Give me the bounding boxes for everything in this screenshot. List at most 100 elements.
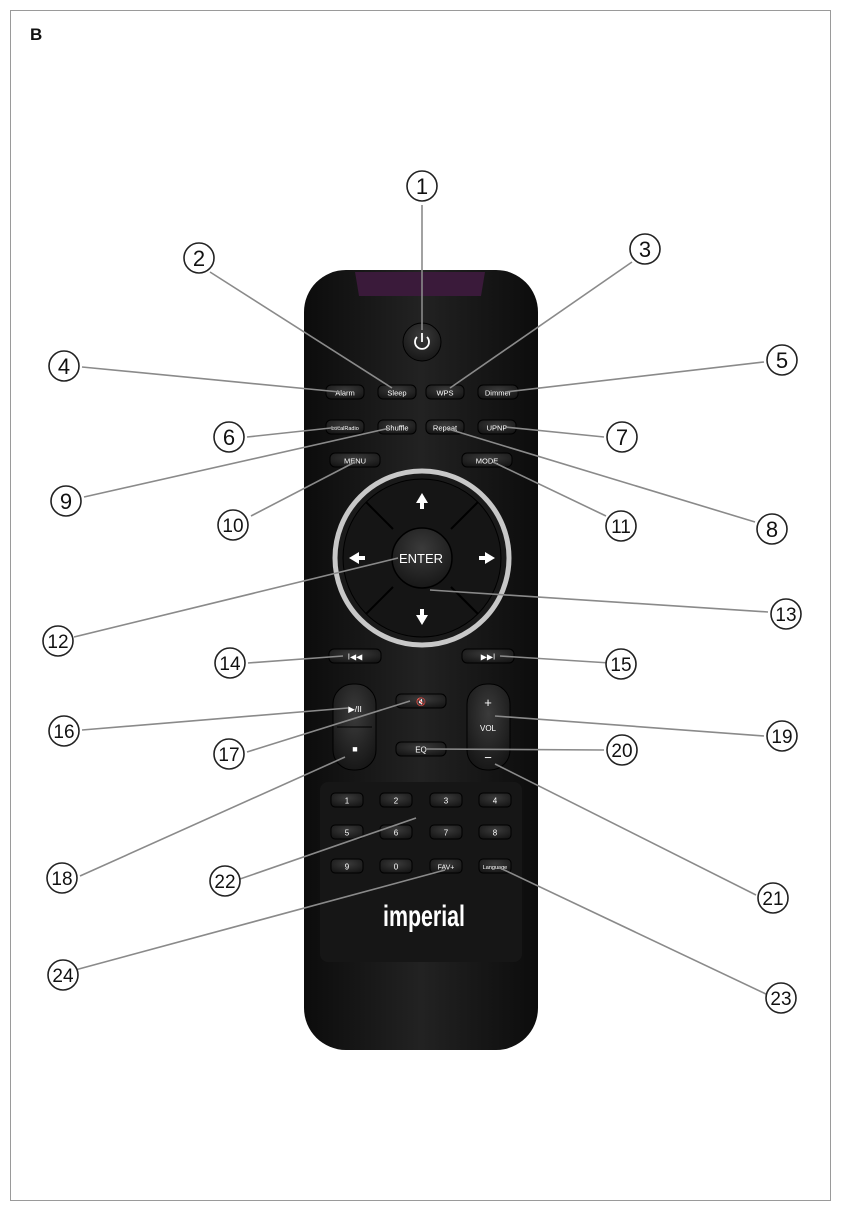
num-4-button[interactable]: 4 <box>478 792 512 808</box>
num-5-label: 5 <box>345 829 350 838</box>
arrow-up-icon[interactable] <box>416 493 428 503</box>
power-button[interactable] <box>402 322 442 362</box>
callout-20: 20 <box>606 734 638 766</box>
callout-23: 23 <box>765 982 797 1014</box>
svg-text:10: 10 <box>222 516 243 537</box>
callout-21: 21 <box>757 882 789 914</box>
svg-text:13: 13 <box>775 605 796 626</box>
num-4-label: 4 <box>493 797 498 806</box>
stop-label: ■ <box>352 744 357 754</box>
page-letter: B <box>30 25 43 44</box>
svg-text:16: 16 <box>53 722 74 743</box>
callout-1: 1 <box>406 170 438 202</box>
svg-text:1: 1 <box>416 174 428 199</box>
page-frame <box>10 10 831 1201</box>
local-radio-label: LocalRadio <box>331 426 359 432</box>
fav-label: FAV+ <box>438 865 455 872</box>
menu-button[interactable]: MENU <box>329 452 381 468</box>
callout-4: 4 <box>48 350 80 382</box>
enter-label: ENTER <box>399 551 443 566</box>
eq-label: EQ <box>415 746 427 755</box>
vol-minus-button[interactable]: − <box>470 738 507 768</box>
mode-button[interactable]: MODE <box>461 452 513 468</box>
shuffle-label: Shuffle <box>385 424 408 433</box>
vol-minus-label: − <box>484 750 492 765</box>
dimmer-label: Dimmer <box>485 389 512 398</box>
next-button[interactable]: ▶▶I <box>461 648 515 664</box>
num-8-button[interactable]: 8 <box>478 824 512 840</box>
svg-text:3: 3 <box>639 237 651 262</box>
svg-text:22: 22 <box>214 872 235 893</box>
num-3-label: 3 <box>444 797 449 806</box>
prev-button[interactable]: I◀◀ <box>328 648 382 664</box>
svg-text:19: 19 <box>771 727 792 748</box>
svg-text:21: 21 <box>762 889 783 910</box>
callout-2: 2 <box>183 242 215 274</box>
local-radio-button[interactable]: LocalRadio <box>325 419 365 435</box>
svg-text:15: 15 <box>610 655 631 676</box>
svg-text:11: 11 <box>611 517 631 538</box>
callout-19: 19 <box>766 720 798 752</box>
num-6-button[interactable]: 6 <box>379 824 413 840</box>
arrow-left-icon[interactable] <box>349 552 359 564</box>
callout-15: 15 <box>605 648 637 680</box>
num-2-button[interactable]: 2 <box>379 792 413 808</box>
svg-text:20: 20 <box>611 741 632 762</box>
vol-plus-button[interactable]: + <box>470 688 507 718</box>
alarm-label: Alarm <box>335 389 355 398</box>
svg-text:24: 24 <box>52 966 74 987</box>
svg-text:7: 7 <box>616 425 628 450</box>
prev-label: I◀◀ <box>348 653 363 662</box>
upnp-button[interactable]: UPNP <box>477 419 517 435</box>
num-2-label: 2 <box>394 797 399 806</box>
callout-7: 7 <box>606 421 638 453</box>
svg-text:12: 12 <box>47 632 68 653</box>
sleep-label: Sleep <box>387 389 406 398</box>
sleep-button[interactable]: Sleep <box>377 384 417 400</box>
num-7-button[interactable]: 7 <box>429 824 463 840</box>
num-1-button[interactable]: 1 <box>330 792 364 808</box>
callout-6: 6 <box>213 421 245 453</box>
brand-logo: imperial <box>383 900 465 933</box>
arrow-down-icon[interactable] <box>416 615 428 625</box>
svg-text:2: 2 <box>193 246 205 271</box>
svg-text:17: 17 <box>218 745 239 766</box>
fav-button[interactable]: FAV+ <box>429 858 463 874</box>
svg-text:6: 6 <box>223 425 235 450</box>
stop-button[interactable]: ■ <box>336 729 373 767</box>
svg-text:4: 4 <box>58 354 70 379</box>
wps-button[interactable]: WPS <box>425 384 465 400</box>
play-pause-button[interactable]: ▶/II <box>336 688 373 726</box>
callout-24: 24 <box>47 959 79 991</box>
mute-button[interactable]: 🔇 <box>395 693 447 709</box>
svg-text:9: 9 <box>60 489 72 514</box>
dimmer-button[interactable]: Dimmer <box>477 384 519 400</box>
callout-18: 18 <box>46 862 78 894</box>
play-stop-capsule <box>332 683 377 771</box>
num-5-button[interactable]: 5 <box>330 824 364 840</box>
num-0-button[interactable]: 0 <box>379 858 413 874</box>
enter-button[interactable]: ENTER <box>391 527 453 589</box>
num-1-label: 1 <box>345 797 350 806</box>
svg-text:18: 18 <box>51 869 72 890</box>
vol-plus-label: + <box>484 695 492 710</box>
svg-text:14: 14 <box>219 654 241 675</box>
callout-13: 13 <box>770 598 802 630</box>
mute-label: 🔇 <box>416 697 426 707</box>
shuffle-button[interactable]: Shuffle <box>377 419 417 435</box>
callout-17: 17 <box>213 738 245 770</box>
callout-8: 8 <box>756 513 788 545</box>
callout-9: 9 <box>50 485 82 517</box>
num-3-button[interactable]: 3 <box>429 792 463 808</box>
arrow-right-icon[interactable] <box>485 552 495 564</box>
num-9-button[interactable]: 9 <box>330 858 364 874</box>
language-label: Language <box>483 865 507 871</box>
callout-5: 5 <box>766 344 798 376</box>
next-label: ▶▶I <box>481 653 496 662</box>
num-6-label: 6 <box>394 829 399 838</box>
leader-lines <box>63 205 769 996</box>
alarm-button[interactable]: Alarm <box>325 384 365 400</box>
svg-text:5: 5 <box>776 348 788 373</box>
svg-text:23: 23 <box>770 989 791 1010</box>
